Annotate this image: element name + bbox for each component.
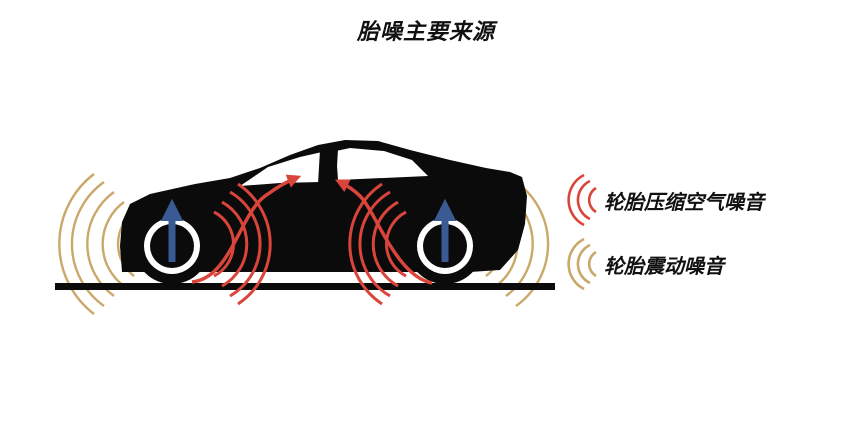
b-pillar	[318, 149, 338, 184]
rear-window	[240, 152, 322, 186]
gold-sound-wave-icon	[567, 237, 597, 291]
front-window	[336, 148, 428, 180]
legend-label-air-compression: 轮胎压缩空气噪音	[604, 189, 764, 214]
diagram-title: 胎噪主要来源	[356, 20, 495, 45]
legend-item-air-compression: 轮胎压缩空气噪音	[566, 172, 764, 228]
legend-label-vibration: 轮胎震动噪音	[604, 253, 724, 278]
ground-line	[55, 283, 555, 290]
red-sound-wave-icon	[567, 173, 597, 227]
legend-item-vibration: 轮胎震动噪音	[566, 236, 724, 292]
front-airflow-arrow	[334, 179, 433, 285]
rear-airflow-arrow	[191, 174, 302, 284]
rear-air-waves	[213, 182, 272, 306]
front-air-waves	[348, 182, 407, 306]
